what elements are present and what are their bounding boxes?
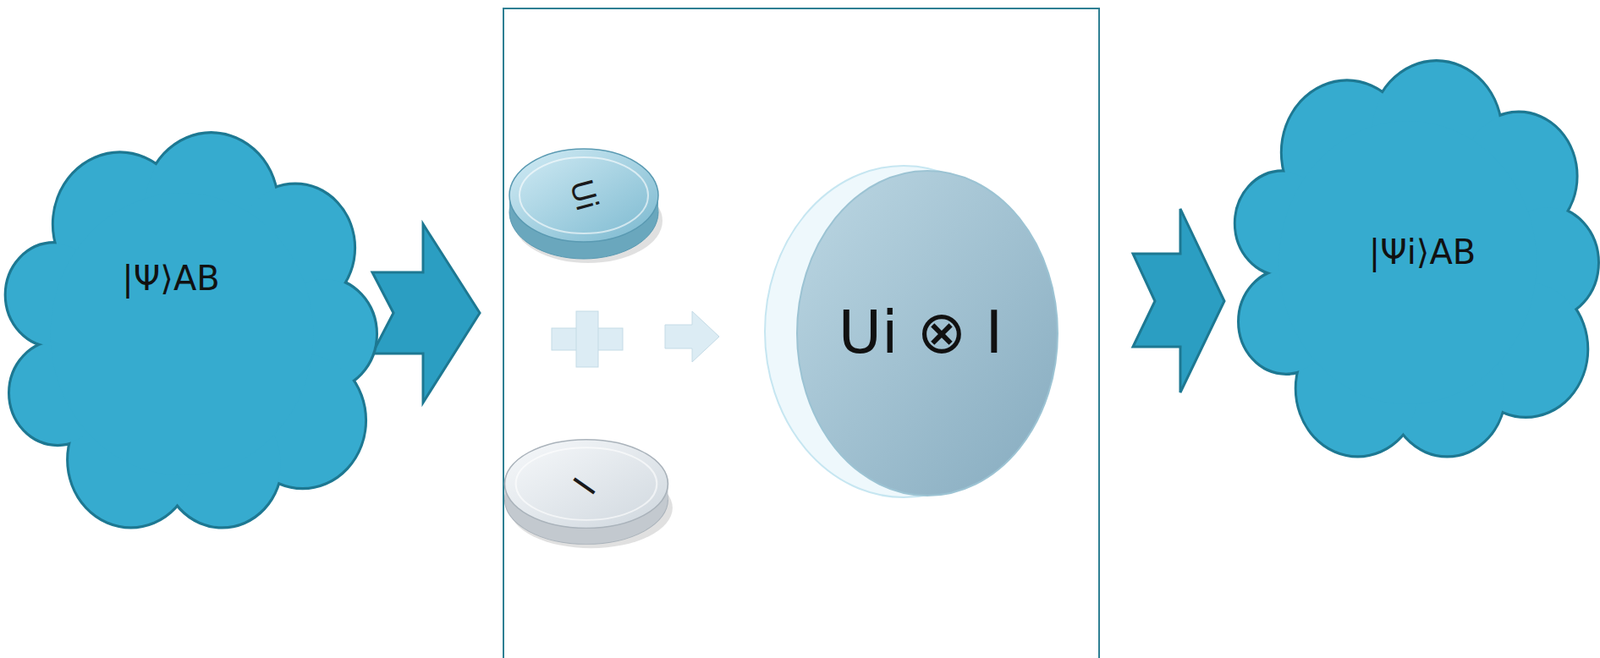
cloud-state: |Ψi⟩AB [1239, 65, 1598, 460]
text-holder: I [415, 435, 754, 538]
node-label: |Ψ⟩AB [121, 259, 220, 297]
node-label: Ui [563, 175, 605, 215]
cloud-state: |Ψ⟩AB [10, 137, 376, 531]
cloud-state-shape [10, 137, 376, 531]
text-holder: Ui ⊗ I [751, 281, 1090, 384]
node-label: Ui ⊗ I [838, 300, 1003, 366]
node-label: I [566, 472, 604, 502]
text-holder: |Ψ⟩AB [1, 227, 341, 330]
identity-disk: I [500, 434, 674, 551]
text-holder: Ui [414, 144, 754, 247]
unitary-disk: Ui [505, 142, 664, 266]
block-arrow [372, 224, 480, 403]
small-arrow [665, 311, 720, 363]
tensor-disk: Ui ⊗ I [759, 163, 1062, 501]
text-holder: |Ψi⟩AB [1253, 201, 1592, 303]
node-label: |Ψi⟩AB [1369, 233, 1476, 271]
plus-symbol [551, 311, 623, 368]
frame-box [503, 8, 1100, 658]
block-arrow [1132, 208, 1225, 393]
